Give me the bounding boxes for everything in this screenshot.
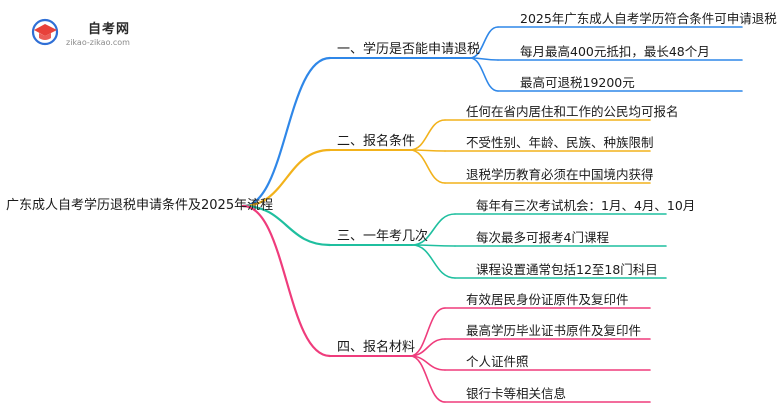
branch-1-item-2: 每月最高400元抵扣，最长48个月 [520,44,710,59]
branch-3-connector [241,204,332,247]
branch-3-item-1: 每年有三次考试机会：1月、4月、10月 [476,198,696,213]
graduation-cap-icon [31,18,59,46]
branch-4-label: 四、报名材料 [337,340,416,355]
branch-4-leaf-1-connector [409,307,446,357]
branch-1-leaf-1-connector [469,26,499,59]
branch-3-leaf-3-connector [411,244,456,279]
branch-2-leaf-3-connector [409,149,446,184]
branch-4-item-1: 有效居民身份证原件及复印件 [466,292,629,307]
branch-2-leaf-1-connector [409,119,446,151]
logo-url: zikao-zikao.com [66,38,130,47]
branch-3-item-3: 课程设置通常包括12至18门科目 [476,262,658,277]
branch-2-item-3: 退税学历教育必须在中国境内获得 [466,167,654,182]
mindmap-canvas: 自考网 zikao-zikao.com 广东成人自考学历退税申请条件及2025年… [6,11,777,403]
branch-2-connector [241,148,332,208]
root-topic: 广东成人自考学历退税申请条件及2025年流程 [6,198,274,213]
branch-2-item-1: 任何在省内居住和工作的公民均可报名 [466,104,679,119]
branch-1-leaf-3-connector [469,57,499,92]
branch-3-label: 三、一年考几次 [337,229,429,244]
branch-4-leaf-4-connector [409,355,446,403]
logo-title: 自考网 [88,22,131,37]
branch-1-label: 一、学历是否能申请退税 [337,42,481,57]
branch-4-connector [241,204,332,358]
branch-4-item-2: 最高学历毕业证书原件及复印件 [466,323,642,338]
site-logo[interactable]: 自考网 zikao-zikao.com [30,14,150,54]
branch-4-item-3: 个人证件照 [466,354,529,369]
branch-4-item-4: 银行卡等相关信息 [466,386,567,401]
branch-1-item-3: 最高可退税19200元 [520,75,635,90]
branch-2-item-2: 不受性别、年龄、民族、种族限制 [466,135,654,150]
branch-2-label: 二、报名条件 [337,134,416,149]
branch-1-connector [241,56,332,208]
branch-1-item-1: 2025年广东成人自考学历符合条件可申请退税 [520,11,777,26]
connector-layer [241,26,743,403]
branch-3-leaf-1-connector [411,213,456,246]
branch-3-item-2: 每次最多可报考4门课程 [476,230,609,245]
